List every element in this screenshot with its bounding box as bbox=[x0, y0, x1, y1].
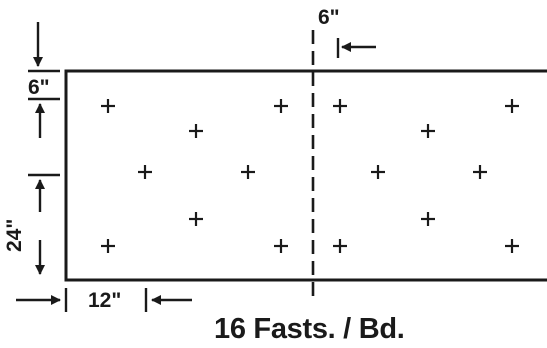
plus-mark-icon bbox=[421, 212, 435, 226]
vertical-spacing-label: 24" bbox=[3, 218, 26, 252]
plus-mark-icon bbox=[371, 165, 385, 179]
plus-mark-icon bbox=[189, 212, 203, 226]
plus-mark-icon bbox=[473, 165, 487, 179]
plus-mark-icon bbox=[274, 239, 288, 253]
fastener-caption: 16 Fasts. / Bd. bbox=[214, 313, 405, 345]
plus-mark-icon bbox=[421, 124, 435, 138]
plus-mark-icon bbox=[189, 124, 203, 138]
top-offset-label: 6" bbox=[318, 6, 340, 29]
plus-mark-icon bbox=[241, 165, 255, 179]
plus-mark-icon bbox=[101, 99, 115, 113]
plus-mark-icon bbox=[274, 99, 288, 113]
plus-mark-icon bbox=[138, 165, 152, 179]
plus-mark-icon bbox=[505, 99, 519, 113]
plus-mark-icon bbox=[333, 99, 347, 113]
board-outline bbox=[64, 69, 547, 282]
fastener-marks bbox=[101, 99, 519, 253]
horizontal-spacing-label: 12" bbox=[88, 289, 122, 312]
plus-mark-icon bbox=[505, 239, 519, 253]
left-offset-label: 6" bbox=[28, 76, 50, 99]
plus-mark-icon bbox=[333, 239, 347, 253]
plus-mark-icon bbox=[101, 239, 115, 253]
